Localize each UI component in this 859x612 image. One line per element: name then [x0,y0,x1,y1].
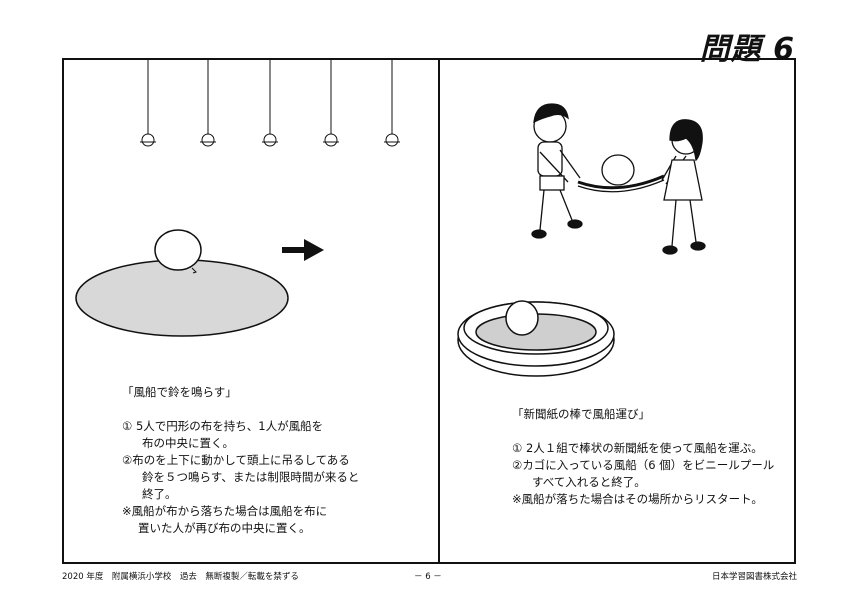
caption-note: ※風船が落ちた場合はその場所からリスタート。 [512,492,763,506]
right-caption: 「新聞紙の棒で風船運び」 ① 2人１組で棒状の新聞紙を使って風船を運ぶ。 ②カゴ… [512,406,774,508]
caption-step: すべて入れると終了。 [532,475,646,489]
arrow-right-icon [282,239,324,261]
caption-step: 鈴を５つ鳴らす、または制限時間が来ると [142,470,360,484]
footer-copyright: 2020 年度 附属横浜小学校 過去 無断複製／転載を禁ずる [62,572,299,582]
newspaper-stick [577,174,665,190]
children-carrying-balloon-illustration [531,103,706,255]
left-caption: 「風船で鈴を鳴らす」 ① 5人で円形の布を持ち、1人が風船を 布の中央に置く。 … [122,384,359,537]
caption-step: ②布のを上下に動かして頭上に吊るしてある [122,453,350,467]
caption-step: ②カゴに入っている風船（6 個）をビニールプール [512,458,775,472]
footer-publisher: 日本学習図書株式会社 [711,572,797,582]
bell-icon [384,60,400,147]
panel-divider [438,58,440,564]
bell-icon [200,60,216,147]
balloon-icon [601,154,635,186]
bell-icon [262,60,278,147]
footer-page-number: － 6 － [414,572,442,582]
caption-step: ① 5人で円形の布を持ち、1人が風船を [122,419,324,433]
caption-step: 終了。 [142,487,177,501]
balloon-icon [154,229,202,271]
left-panel: 「風船で鈴を鳴らす」 ① 5人で円形の布を持ち、1人が風船を 布の中央に置く。 … [64,60,438,562]
right-panel: 「新聞紙の棒で風船運び」 ① 2人１組で棒状の新聞紙を使って風船を運ぶ。 ②カゴ… [440,60,794,562]
boy-figure [531,103,583,239]
bell-icon [140,60,156,147]
caption-note: 置いた人が再び布の中央に置く。 [138,521,311,535]
caption-note: ※風船が布から落ちた場合は風船を布に [122,504,328,518]
girl-figure [661,119,706,255]
problem-title: 問題 6 [699,32,795,67]
bell-icon [323,60,339,147]
balloon-icon [505,300,539,336]
caption-step: ① 2人１組で棒状の新聞紙を使って風船を運ぶ。 [512,441,763,455]
problem-frame [62,58,796,564]
vinyl-pool-illustration [457,300,615,377]
bells-illustration [140,60,400,147]
caption-title: 「風船で鈴を鳴らす」 [122,385,237,399]
caption-title: 「新聞紙の棒で風船運び」 [512,407,650,421]
cloth-and-balloon-illustration [75,229,324,337]
round-cloth [75,259,289,337]
caption-step: 布の中央に置く。 [142,436,234,450]
